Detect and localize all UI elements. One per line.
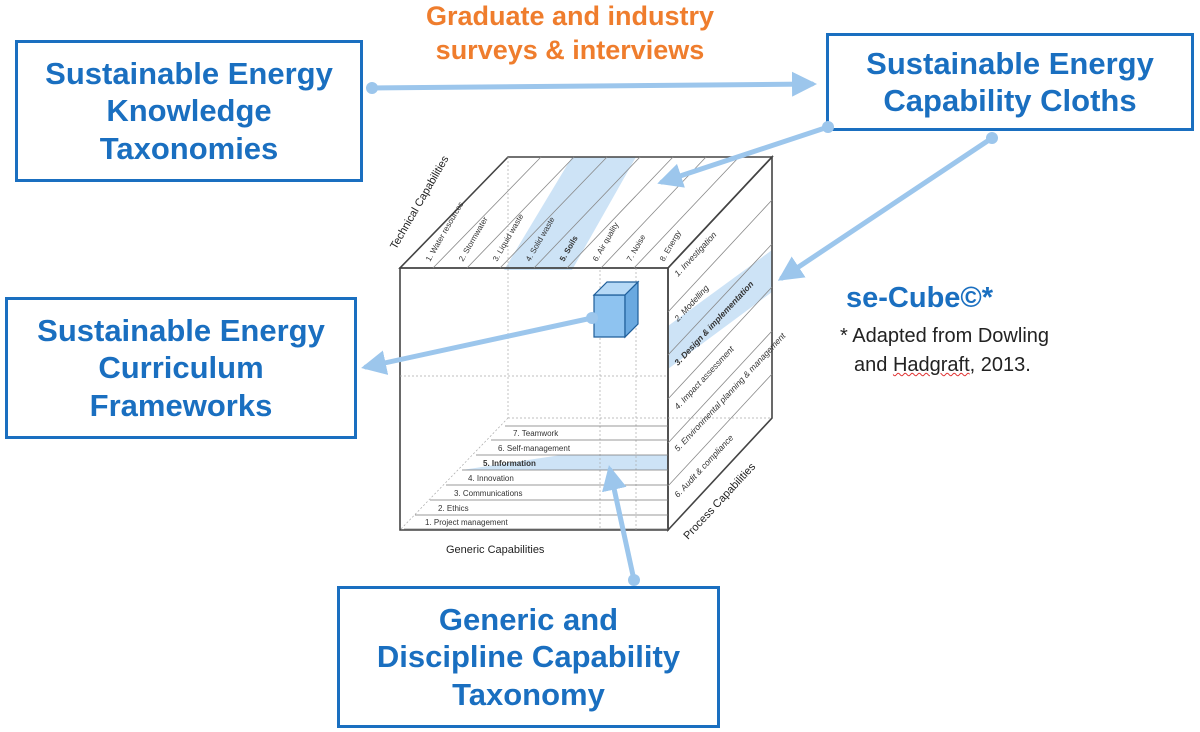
generic-item-3: 3. Communications xyxy=(454,489,522,498)
process-highlight-band xyxy=(668,250,772,369)
cloths-line-1: Sustainable Energy xyxy=(866,45,1154,81)
generic-item-1: 1. Project management xyxy=(425,518,508,527)
technical-highlight-band xyxy=(504,157,636,270)
citation-author: Hadgraft xyxy=(892,354,970,376)
citation-line-1: * Adapted from Dowling xyxy=(840,325,1050,347)
generic-items: 1. Project management 2. Ethics 3. Commu… xyxy=(425,429,571,527)
side-face-dividers xyxy=(667,199,773,487)
knowledge-line-1: Sustainable Energy xyxy=(45,56,333,92)
knowledge-line-3: Taxonomies xyxy=(99,130,279,166)
generic-line-2: Discipline Capability xyxy=(376,639,681,675)
citation-and: and xyxy=(854,354,893,376)
citation-year: , 2013. xyxy=(969,354,1031,376)
curriculum-line-1: Sustainable Energy xyxy=(37,313,325,349)
generic-item-5: 5. Information xyxy=(483,459,536,468)
secube-title: se-Cube©* xyxy=(846,282,994,314)
surveys-interviews-label: Graduate and industry surveys & intervie… xyxy=(370,0,770,68)
citation-note: * Adapted from Dowling and Hadgraft, 201… xyxy=(840,322,1049,380)
knowledge-line-2: Knowledge xyxy=(106,93,272,129)
generic-line-3: Taxonomy xyxy=(452,676,605,712)
generic-item-4: 4. Innovation xyxy=(468,474,514,483)
technical-item-2: 2. Stormwater xyxy=(457,215,490,263)
citation-line-2: and Hadgraft, 2013. xyxy=(840,351,1049,380)
generic-item-2: 2. Ethics xyxy=(438,504,469,513)
inner-grid-lines xyxy=(399,157,772,531)
generic-capability-taxonomy-box: Generic and Discipline Capability Taxono… xyxy=(337,586,720,728)
generic-row-lines xyxy=(404,425,668,530)
generic-axis-label: Generic Capabilities xyxy=(446,544,545,556)
small-cube xyxy=(592,280,640,339)
surveys-line-1: Graduate and industry xyxy=(425,1,715,31)
technical-item-8: 8. Energy xyxy=(658,229,683,263)
surveys-line-2: surveys & interviews xyxy=(435,34,705,65)
curriculum-line-3: Frameworks xyxy=(89,387,273,423)
capability-cloths-box: Sustainable Energy Capability Cloths xyxy=(826,33,1194,131)
curriculum-frameworks-box: Sustainable Energy Curriculum Frameworks xyxy=(5,297,357,439)
generic-line-1: Generic and xyxy=(438,602,619,638)
cloths-line-2: Capability Cloths xyxy=(883,83,1137,118)
knowledge-taxonomies-box: Sustainable Energy Knowledge Taxonomies xyxy=(15,40,363,182)
curriculum-line-2: Curriculum xyxy=(98,350,264,386)
generic-item-7: 7. Teamwork xyxy=(513,429,559,438)
technical-item-7: 7. Noise xyxy=(625,233,648,263)
generic-item-6: 6. Self-management xyxy=(498,444,571,453)
